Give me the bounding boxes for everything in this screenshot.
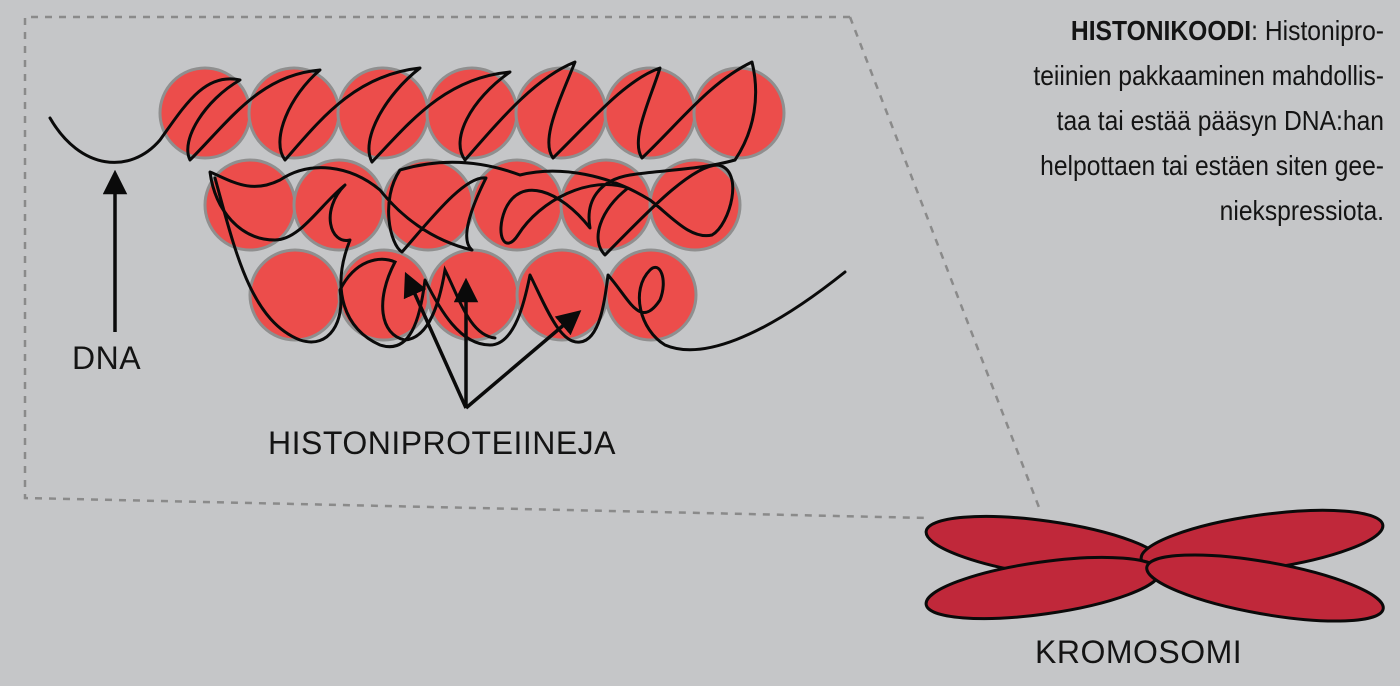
caption-separator: :	[1251, 15, 1259, 46]
histone-sphere	[336, 66, 430, 160]
histone-code-caption: HISTONIKOODI: Histonipro- teiinien pakka…	[970, 8, 1384, 233]
histone-sphere	[648, 158, 742, 252]
dna-label: DNA	[72, 340, 142, 376]
caption-line: taa tai estää pääsyn DNA:han	[1056, 105, 1384, 136]
histone-sphere	[514, 66, 608, 160]
caption-line: teiinien pakkaaminen mahdollis-	[1033, 60, 1384, 91]
chromosome-icon	[924, 508, 1385, 623]
histone-sphere	[247, 66, 341, 160]
caption-term: HISTONIKOODI	[1070, 15, 1252, 46]
histone-arrow-right	[464, 310, 582, 410]
histone-sphere	[203, 158, 297, 252]
histone-arrow-left	[403, 271, 468, 409]
chromosome-label: KROMOSOMI	[1035, 634, 1243, 670]
histones-label: HISTONIPROTEIINEJA	[268, 425, 617, 461]
dna-strand-loop	[213, 176, 497, 344]
caption-line: Histonipro-	[1264, 15, 1384, 46]
zoom-outline	[23, 15, 928, 520]
histone-sphere	[292, 158, 386, 252]
caption-line: niekspressiota.	[1219, 195, 1384, 226]
zoom-outline-connector	[848, 16, 1042, 511]
histone-sphere	[692, 66, 786, 160]
histone-sphere	[248, 248, 342, 342]
caption-line: helpottaen tai estäen siten gee-	[1040, 150, 1384, 181]
dna-strand	[48, 60, 847, 352]
histone-proteins	[158, 66, 786, 342]
histone-sphere	[604, 248, 698, 342]
histone-sphere	[603, 66, 697, 160]
